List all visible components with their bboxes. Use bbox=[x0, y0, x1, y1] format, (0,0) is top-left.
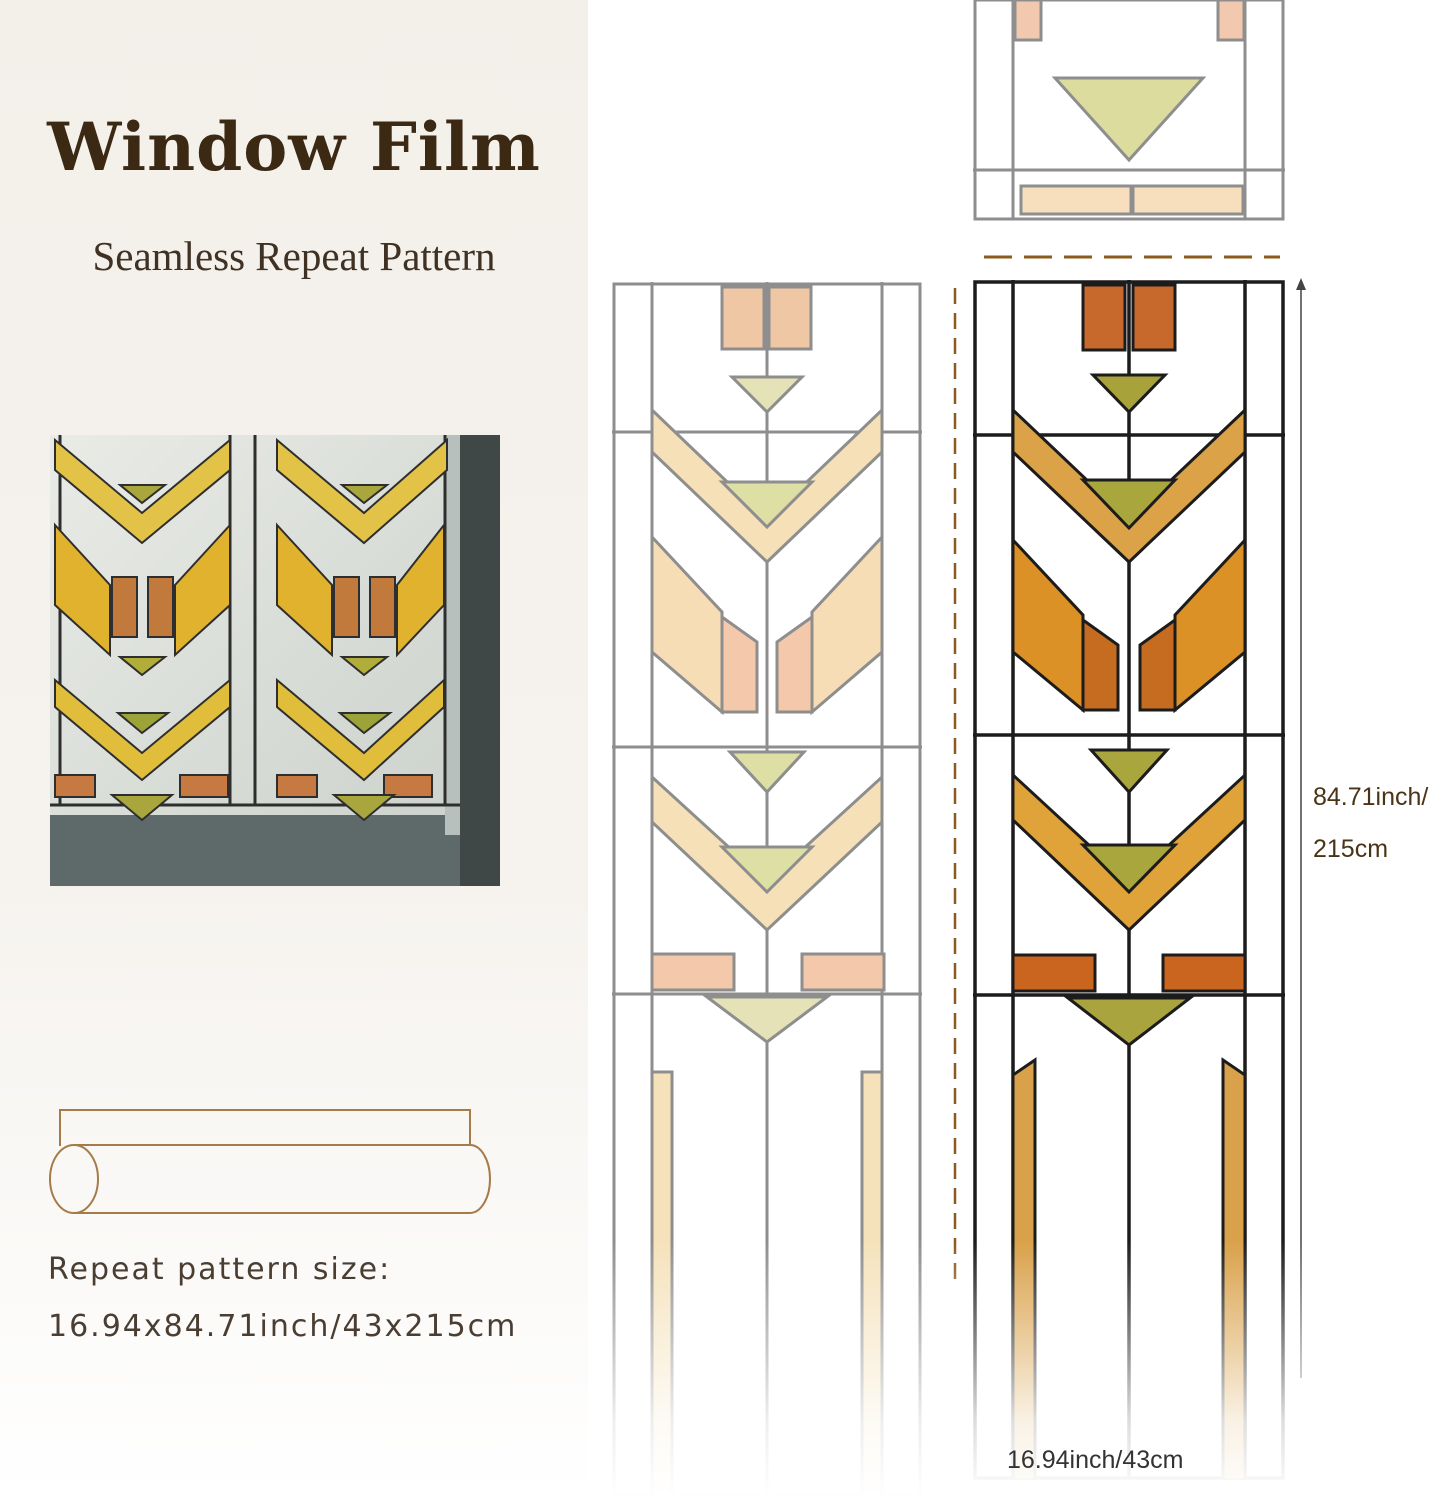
repeat-segment-preview bbox=[973, 0, 1285, 222]
film-roll-icon bbox=[46, 1106, 496, 1223]
repeat-size-value: 16.94x84.71inch/43x215cm bbox=[48, 1309, 518, 1344]
height-inch-label: 84.71inch/ bbox=[1313, 783, 1429, 811]
page-subtitle: Seamless Repeat Pattern bbox=[92, 233, 496, 279]
height-cm-label: 215cm bbox=[1313, 835, 1389, 863]
dimension-arrow-icon bbox=[1293, 278, 1309, 1383]
repeat-guide-dashed-vertical bbox=[952, 288, 958, 1293]
width-label: 16.94inch/43cm bbox=[1007, 1446, 1184, 1474]
page-title: Window Film bbox=[47, 108, 541, 186]
installed-window-photo bbox=[50, 435, 500, 886]
repeat-guide-dashed-horizontal bbox=[984, 247, 1280, 265]
bottom-fade-overlay bbox=[600, 1240, 1320, 1498]
repeat-size-label: Repeat pattern size: bbox=[48, 1252, 392, 1287]
